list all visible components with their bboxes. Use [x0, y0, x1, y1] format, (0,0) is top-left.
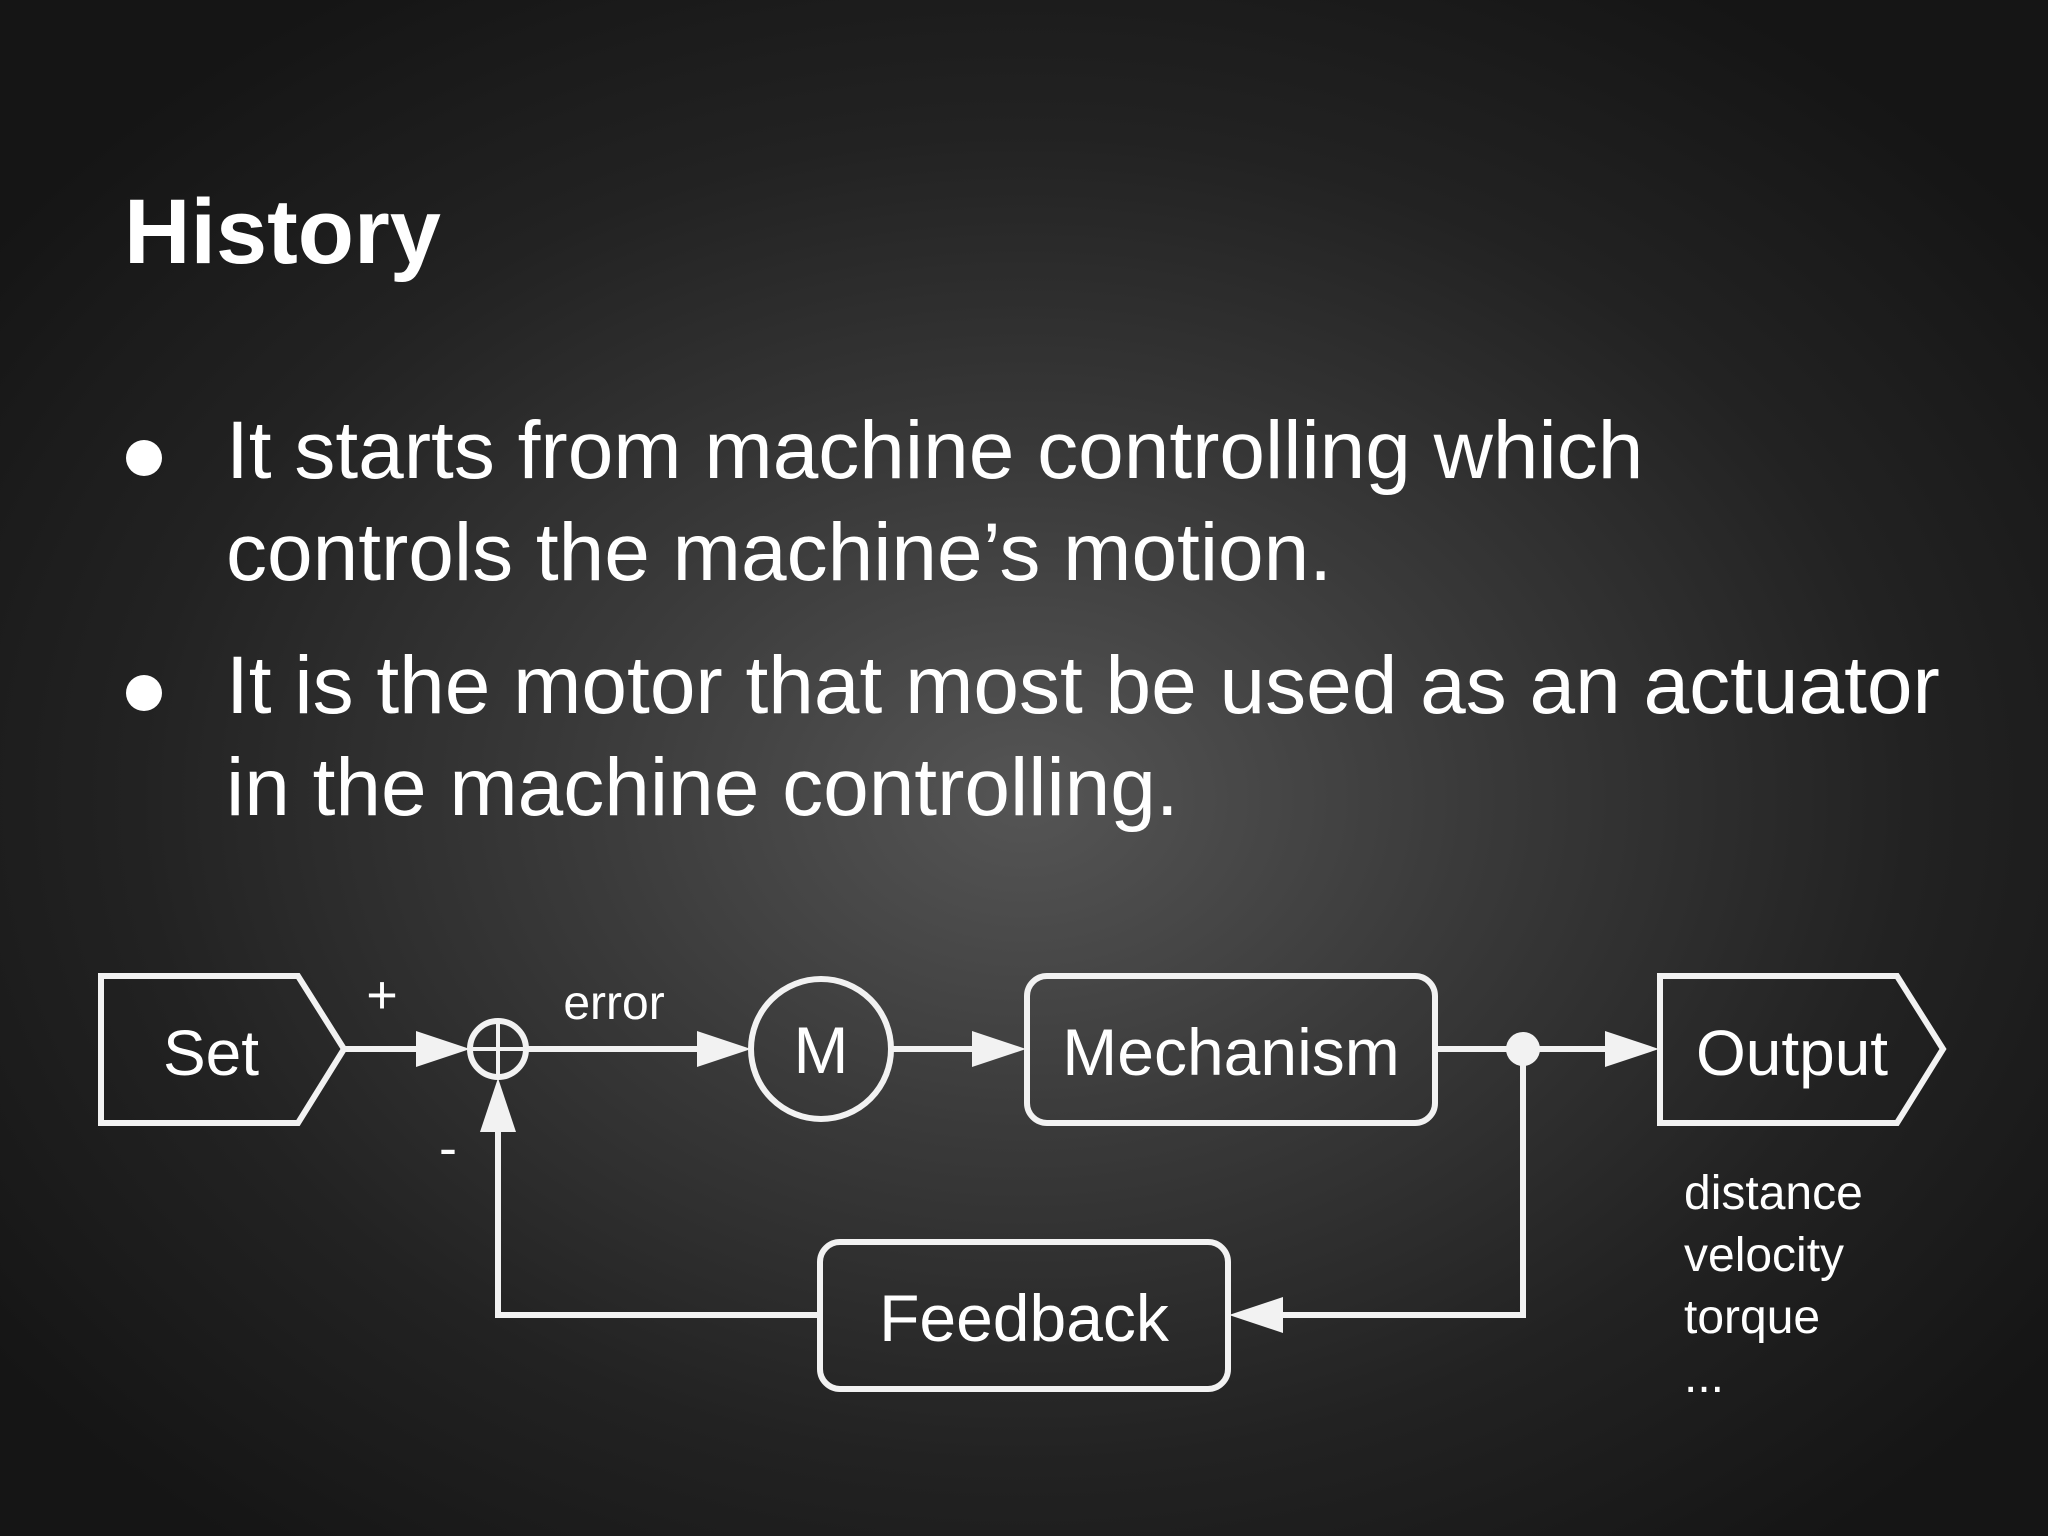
- output-type-distance: distance: [1684, 1167, 1863, 1220]
- bullet-text: It starts from machine controlling which…: [226, 405, 1644, 598]
- error-label: error: [563, 977, 664, 1030]
- bullet-dot-icon: [126, 675, 162, 711]
- output-type-torque: torque: [1684, 1291, 1820, 1344]
- bullet-item: It starts from machine controlling which…: [124, 400, 1944, 604]
- bullet-text: It is the motor that most be used as an …: [226, 640, 1940, 833]
- arrowhead-icon: [416, 1031, 470, 1067]
- set-label: Set: [163, 1017, 259, 1089]
- motor-label: M: [794, 1013, 849, 1087]
- branch-to-feedback-line: [1280, 1049, 1526, 1318]
- output-block: [1657, 973, 1947, 1126]
- arrowhead-icon: [697, 1031, 751, 1067]
- arrowhead-icon: [972, 1031, 1026, 1067]
- plus-sign: +: [366, 965, 398, 1025]
- bullet-item: It is the motor that most be used as an …: [124, 635, 1944, 839]
- bullet-dot-icon: [126, 440, 162, 476]
- arrowhead-icon: [480, 1078, 516, 1132]
- bullet-list: It starts from machine controlling which…: [124, 400, 1944, 870]
- output-type-more: ...: [1684, 1350, 1724, 1403]
- mechanism-label: Mechanism: [1062, 1015, 1399, 1089]
- set-block: [98, 973, 348, 1126]
- feedback-to-sum-line: [495, 1128, 820, 1318]
- arrowhead-icon: [1229, 1297, 1283, 1333]
- minus-sign: -: [439, 1118, 457, 1178]
- arrowhead-icon: [1605, 1031, 1659, 1067]
- output-type-velocity: velocity: [1684, 1229, 1844, 1282]
- feedback-label: Feedback: [879, 1281, 1170, 1355]
- slide-title: History: [124, 181, 441, 283]
- output-label: Output: [1696, 1017, 1888, 1089]
